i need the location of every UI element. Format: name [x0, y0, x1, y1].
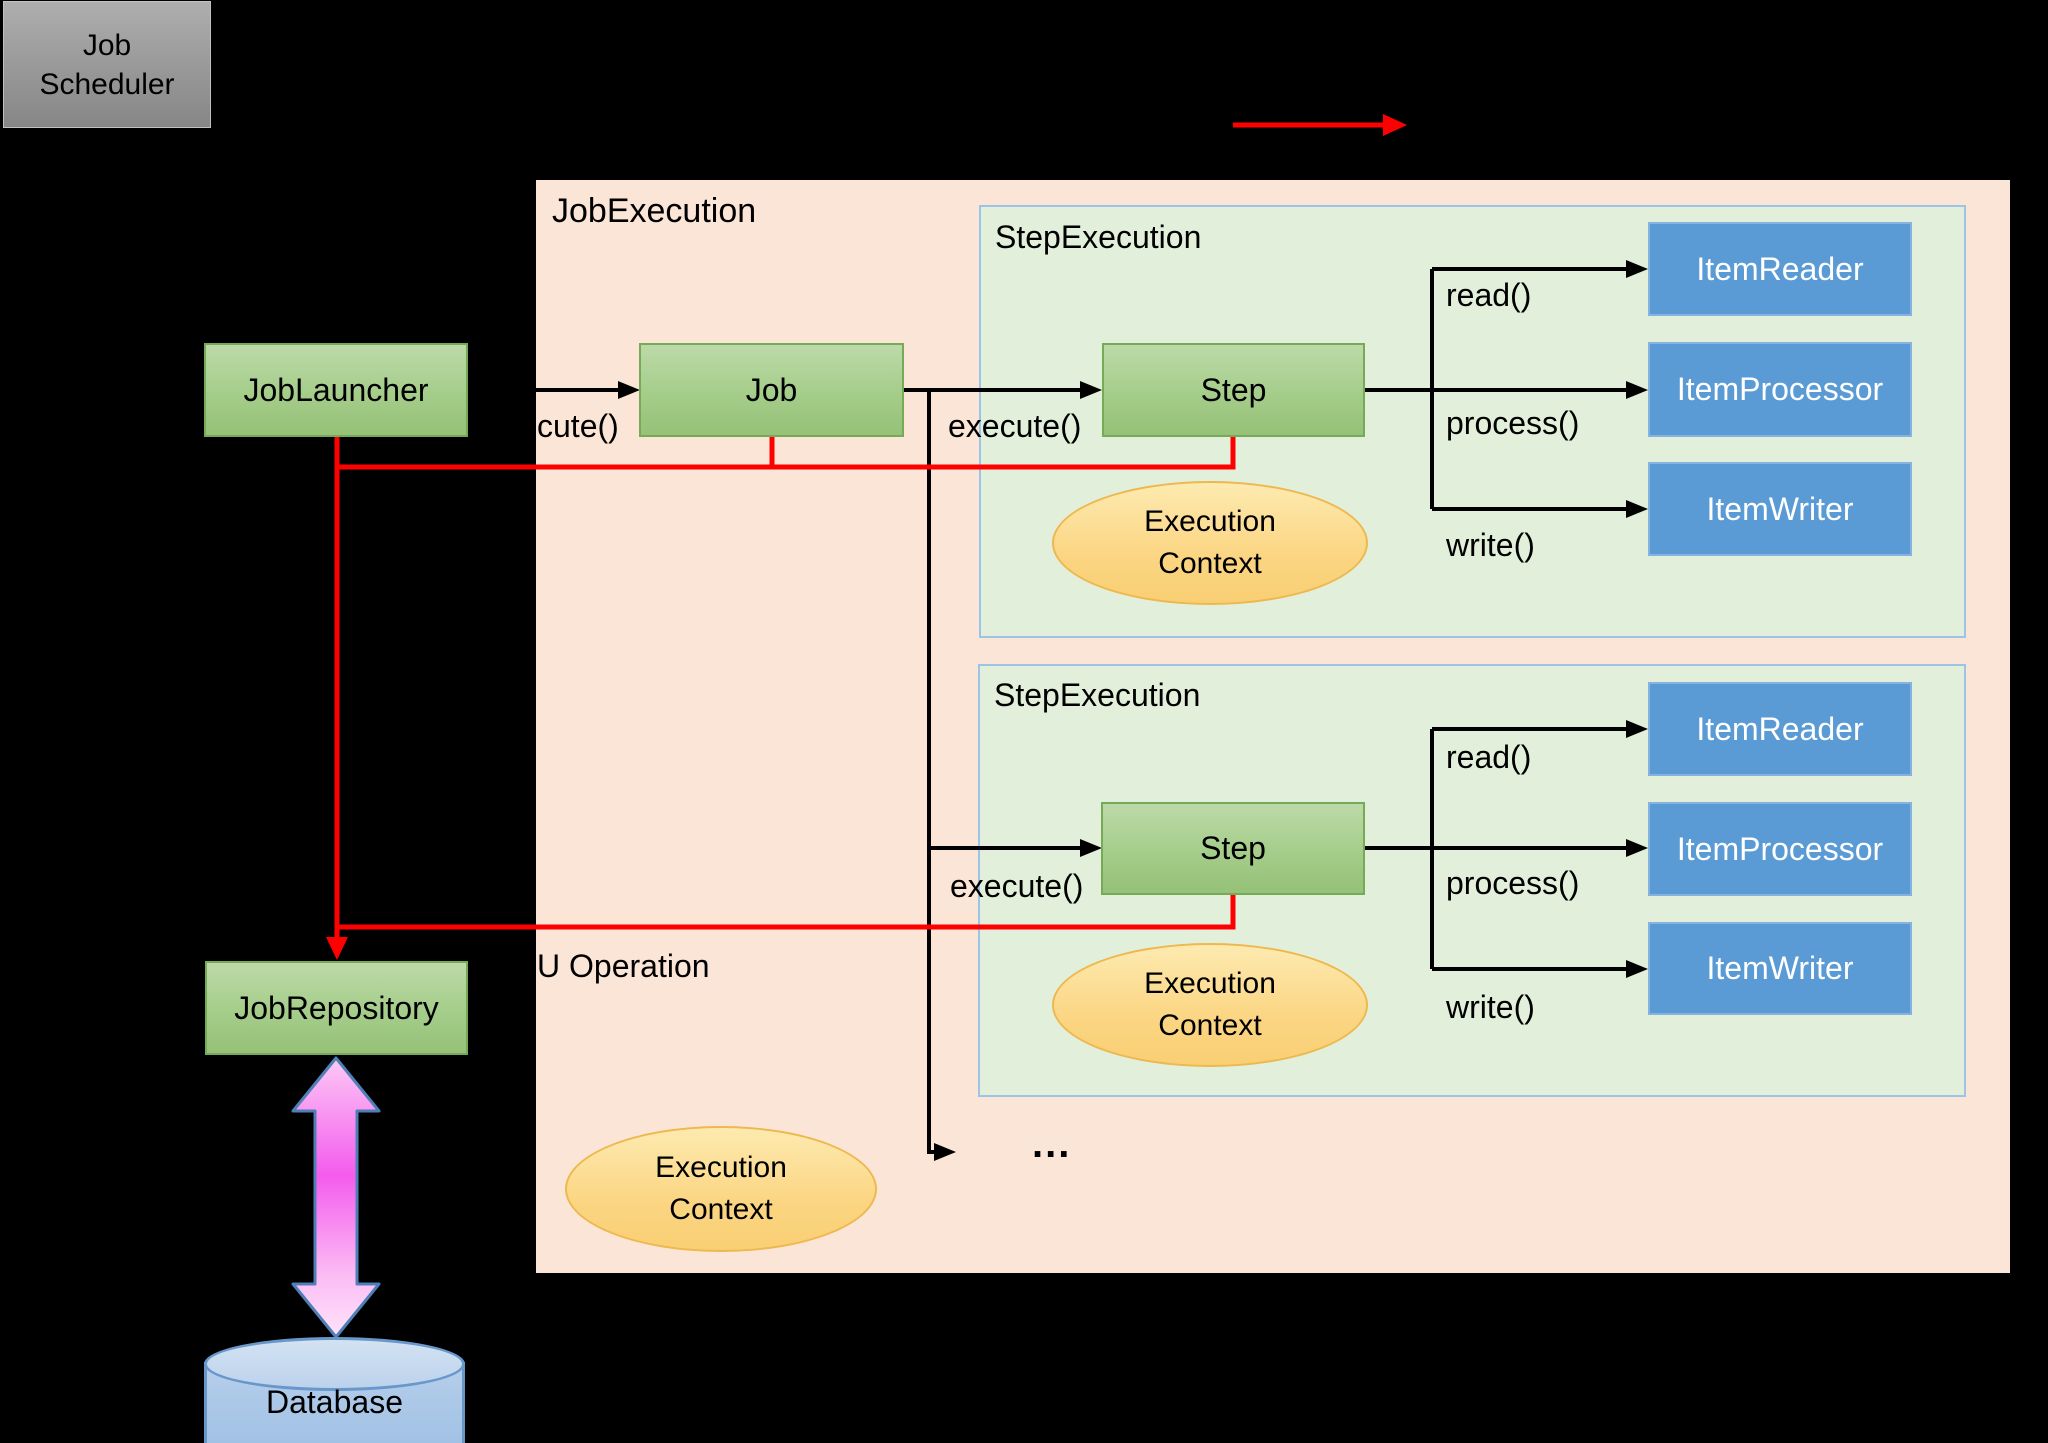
process-1-label: process() [1446, 405, 1580, 441]
step-2-box: Step [1101, 802, 1365, 895]
execution-context-job-line2: Context [669, 1193, 773, 1226]
execution-context-1: Execution Context [1052, 481, 1368, 605]
execution-context-1-line2: Context [1158, 547, 1262, 580]
more-steps-ellipsis: ... [1032, 1122, 1072, 1166]
item-processor-2-label: ItemProcessor [1676, 830, 1884, 867]
execute-clipped-label: cute() [537, 408, 619, 444]
job-box: Job [639, 343, 904, 437]
step-1-box: Step [1102, 343, 1365, 437]
arrowhead-repository [326, 937, 348, 960]
item-reader-1-box: ItemReader [1648, 222, 1912, 316]
execute-1-label: execute() [948, 408, 1082, 444]
step-execution-1-label: StepExecution [995, 219, 1202, 255]
item-reader-2-label: ItemReader [1696, 710, 1864, 747]
execution-context-2-line2: Context [1158, 1009, 1262, 1042]
item-writer-2-box: ItemWriter [1648, 922, 1912, 1015]
read-1-label: read() [1446, 277, 1532, 313]
job-scheduler-label: Job Scheduler [39, 28, 175, 101]
job-repository-box: JobRepository [205, 961, 468, 1055]
item-reader-2-box: ItemReader [1648, 682, 1912, 776]
write-2-label: write() [1446, 989, 1535, 1025]
item-processor-1-label: ItemProcessor [1676, 371, 1884, 407]
item-writer-1-box: ItemWriter [1648, 462, 1912, 556]
item-processor-1-box: ItemProcessor [1648, 342, 1912, 437]
execution-context-1-line1: Execution [1144, 505, 1276, 538]
item-writer-1-label: ItemWriter [1706, 490, 1854, 527]
step-1-label: Step [1200, 371, 1267, 408]
execution-context-2: Execution Context [1052, 943, 1368, 1067]
job-launcher-box: JobLauncher [204, 343, 468, 437]
execution-context-job-line1: Execution [655, 1151, 787, 1184]
execute-2-label: execute() [950, 868, 1084, 904]
database-cylinder-top [204, 1337, 465, 1391]
job-label: Job [745, 371, 798, 408]
item-reader-1-label: ItemReader [1696, 250, 1864, 287]
read-2-label: read() [1446, 739, 1532, 775]
execution-context-job: Execution Context [565, 1126, 877, 1252]
operation-label: U Operation [537, 948, 710, 984]
item-writer-2-label: ItemWriter [1706, 950, 1854, 986]
execution-context-2-line1: Execution [1144, 967, 1276, 1000]
job-repository-label: JobRepository [234, 989, 439, 1026]
job-launcher-label: JobLauncher [243, 371, 429, 408]
repository-database-double-arrow-icon [291, 1056, 381, 1339]
job-execution-label: JobExecution [552, 192, 757, 230]
step-execution-2-label: StepExecution [994, 677, 1201, 713]
database-label: Database [266, 1384, 403, 1420]
legend-red-arrowhead [1383, 114, 1407, 136]
write-1-label: write() [1446, 527, 1535, 563]
process-2-label: process() [1446, 865, 1580, 901]
step-2-label: Step [1200, 830, 1266, 866]
job-scheduler-box: Job Scheduler [3, 1, 211, 128]
item-processor-2-box: ItemProcessor [1648, 802, 1912, 896]
